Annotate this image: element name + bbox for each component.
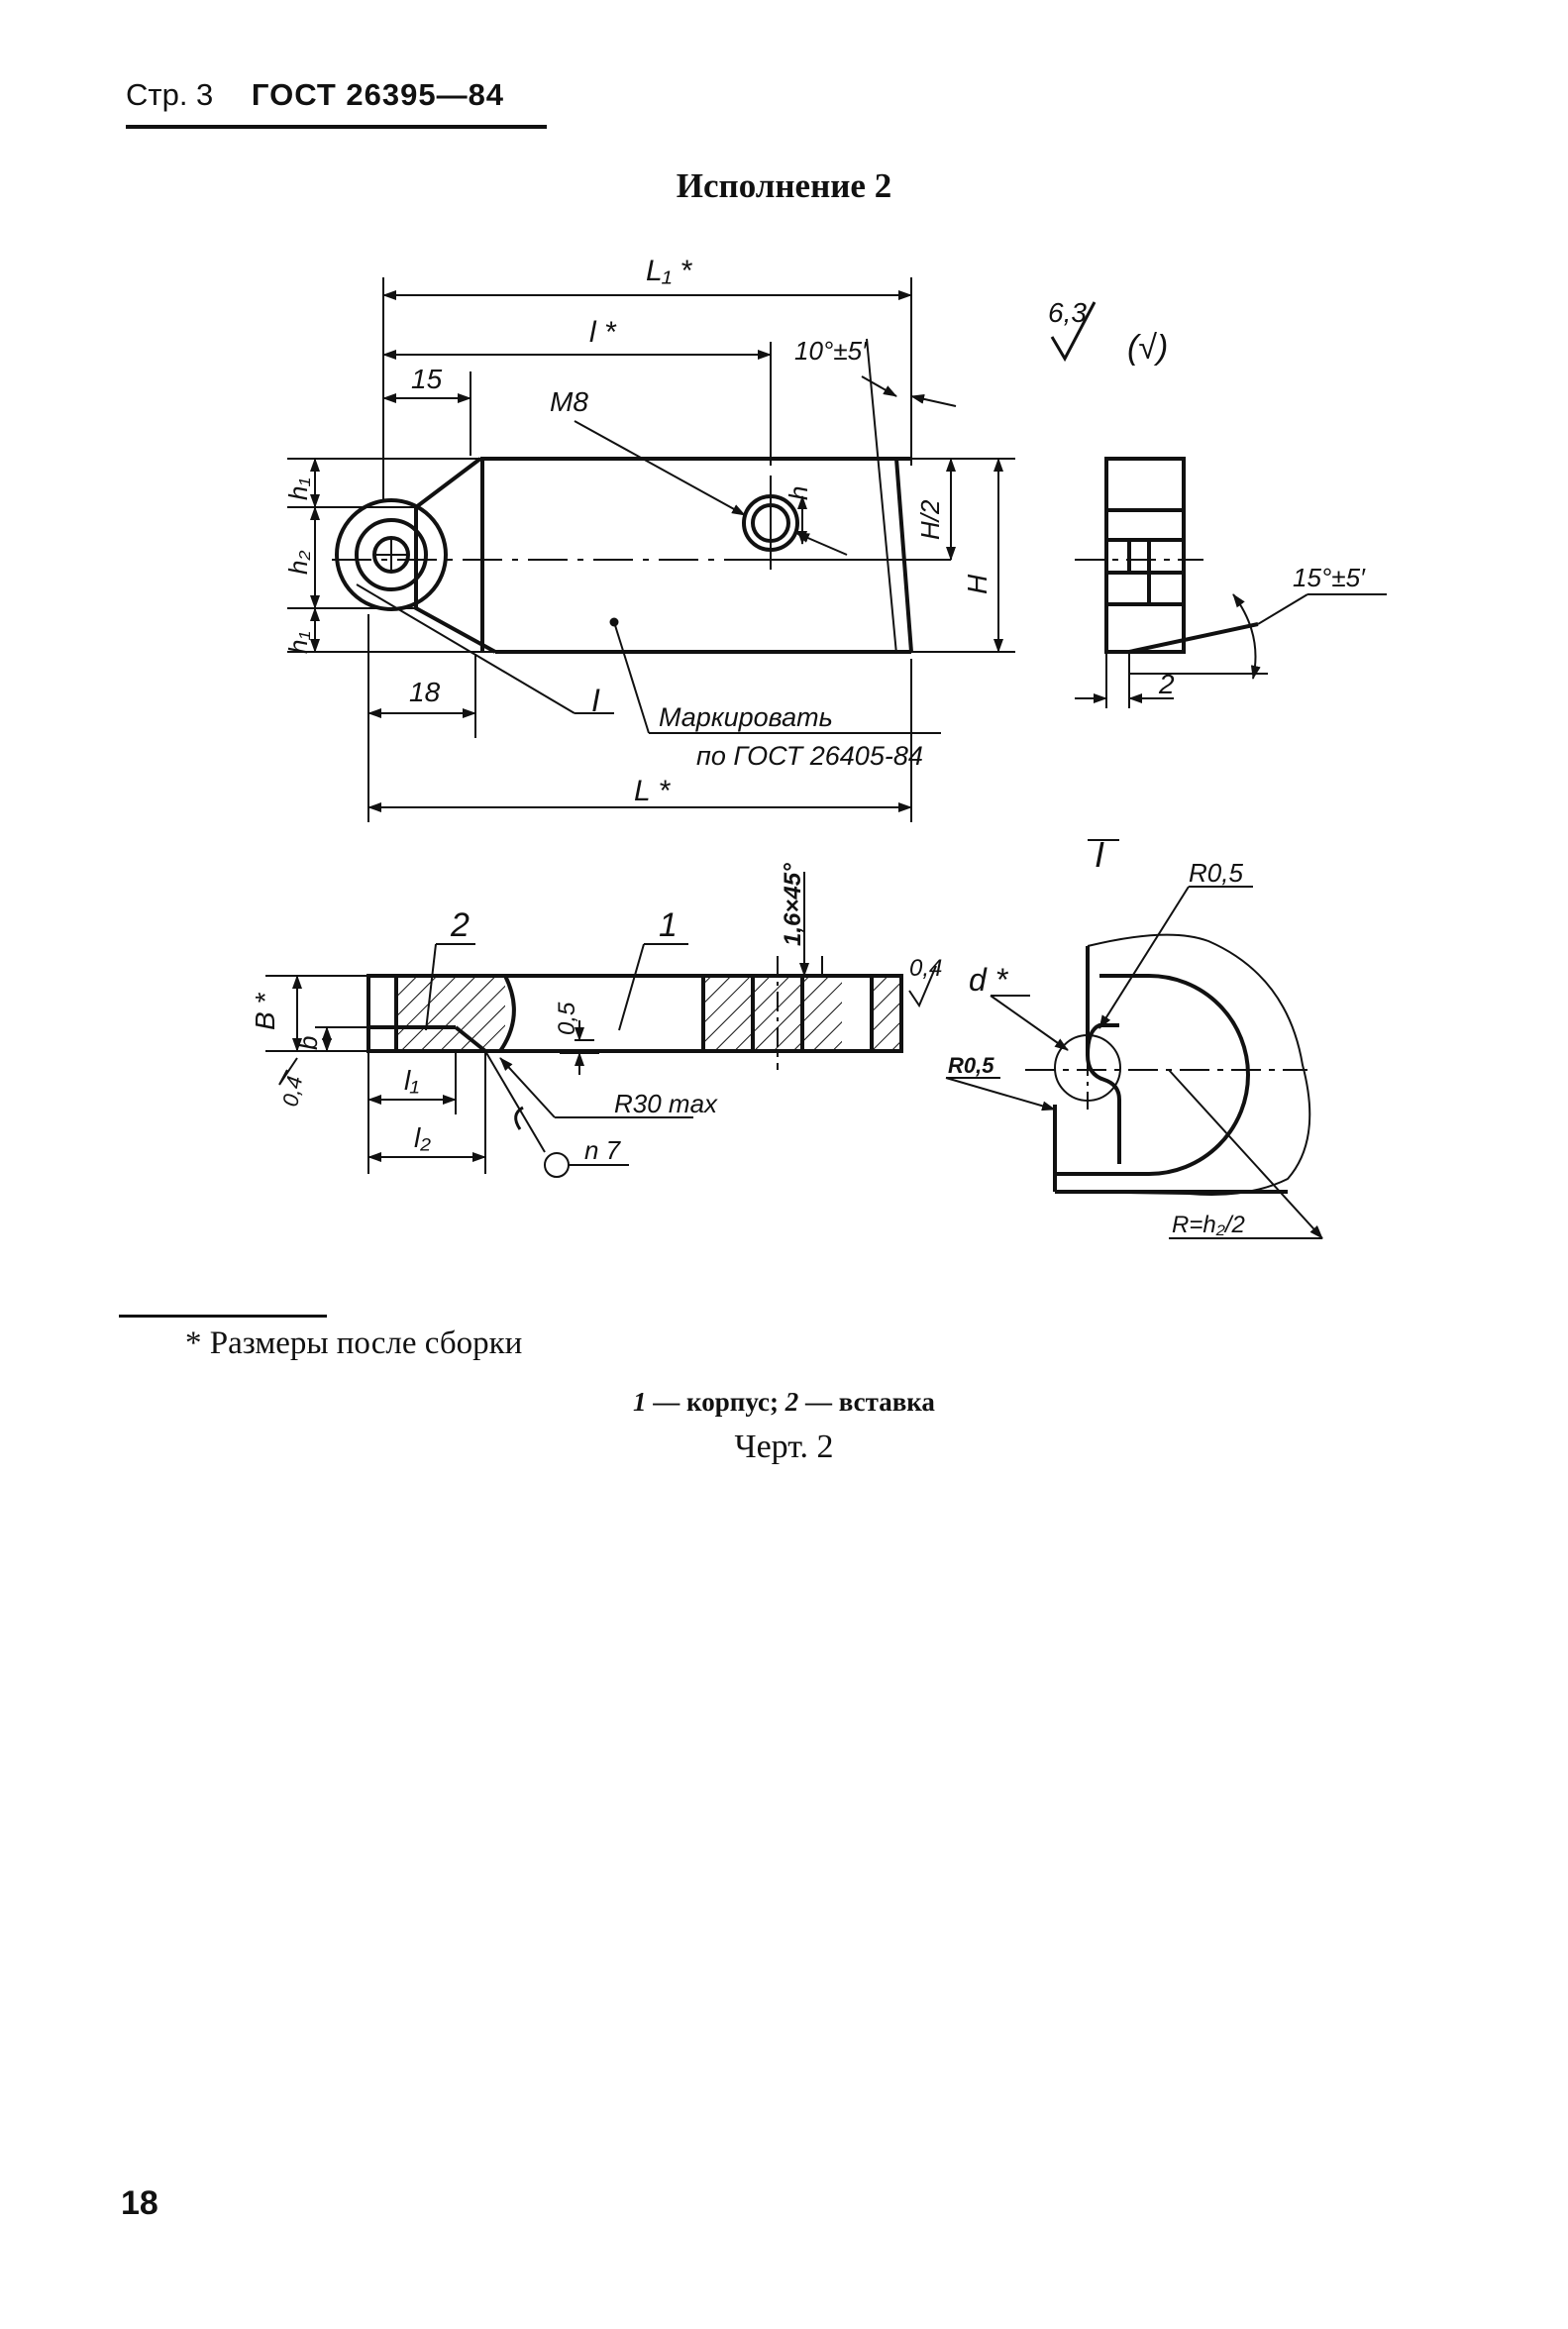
detail-I-labels: I R0,5 0,4 d * R0,5 R=h₂/2 [909, 834, 1245, 1238]
radius-h2-label: R=h₂/2 [1172, 1212, 1245, 1238]
radius-r05-top-label: R0,5 [1189, 858, 1243, 888]
page-number: 18 [121, 2184, 158, 2222]
position-2-label: 2 [450, 906, 470, 944]
legend-text-1: — корпус; [653, 1387, 779, 1417]
dim-l1-label: l₁ [404, 1065, 419, 1096]
standard-number: ГОСТ 26395—84 [251, 77, 505, 112]
parts-legend: 1 — корпус; 2 — вставка [0, 1387, 1568, 1418]
thread-m8-label: M8 [550, 386, 588, 417]
dim-B-label: B * [250, 993, 280, 1030]
angle-10-label: 10°±5′ [794, 336, 868, 366]
dim-L1-label: L₁ * [646, 255, 692, 287]
dim-d-label: d * [969, 962, 1009, 998]
angle-15-label: 15°±5′ [1293, 563, 1366, 592]
top-view-labels: L₁ * l * 15 18 M8 10°±5′ h H/2 H h₁ h₂ h… [283, 255, 993, 807]
roughness-parentheses: (√) [1127, 329, 1168, 367]
legend-number-2: 2 [784, 1387, 799, 1417]
page-reference: Стр. 3 [126, 77, 214, 112]
legend-number-1: 1 [633, 1387, 647, 1417]
dim-15-label: 15 [411, 364, 443, 394]
dim-l-label: l * [589, 316, 617, 349]
dim-h1-top-label: h₁ [283, 477, 313, 500]
side-view-labels: 15°±5′ 2 [1158, 563, 1366, 699]
detail-I-view [908, 839, 1323, 1239]
figure-caption: Черт. 2 [734, 1429, 834, 1465]
dim-18-label: 18 [409, 677, 441, 707]
marking-note-line1: Маркировать [659, 702, 833, 732]
dim-h2-label: h₂ [283, 551, 313, 575]
dim-L-label: L * [634, 775, 671, 807]
section-view [265, 872, 903, 1178]
roughness-symbol: 6,3 (√) [1048, 297, 1168, 367]
dim-l2-label: l₂ [414, 1122, 431, 1153]
detail-I-title: I [1095, 834, 1104, 875]
chamfer-label: 1,6×45° [780, 863, 806, 946]
variant-title: Исполнение 2 [676, 166, 892, 205]
radius-r05-left-label: R0,5 [948, 1053, 994, 1078]
side-view [1075, 457, 1387, 708]
footnote-separator [119, 1315, 327, 1318]
callout-I-label: I [591, 683, 600, 718]
roughness-0-4-left-label: 0,4 [277, 1074, 307, 1108]
top-view [287, 277, 1015, 822]
legend-text-2: — вставка [804, 1387, 935, 1417]
page-header: Стр. 3 ГОСТ 26395—84 [126, 77, 547, 129]
radius-r30-label: R30 max [614, 1089, 718, 1118]
dim-H-label: H [962, 574, 993, 594]
footnote: * Размеры после сборки [185, 1325, 523, 1361]
position-1-label: 1 [659, 906, 678, 944]
roughness-value: 6,3 [1048, 297, 1087, 328]
dim-b-label: b [293, 1036, 323, 1050]
dim-h-label: h [784, 486, 813, 500]
roughness-0-4-detail-label: 0,4 [909, 955, 942, 982]
dim-h-half-label: H/2 [915, 499, 945, 540]
marking-note-line2: по ГОСТ 26405-84 [696, 741, 923, 771]
n7-label: n 7 [584, 1135, 622, 1165]
dim-h1-bottom-label: h₁ [283, 631, 313, 654]
dim-2-label: 2 [1158, 669, 1175, 699]
section-view-labels: 2 1 1,6×45° B * b 0,4 0,5 l₁ l₂ R30 max … [250, 863, 806, 1165]
dim-0-5-label: 0,5 [554, 1002, 580, 1035]
